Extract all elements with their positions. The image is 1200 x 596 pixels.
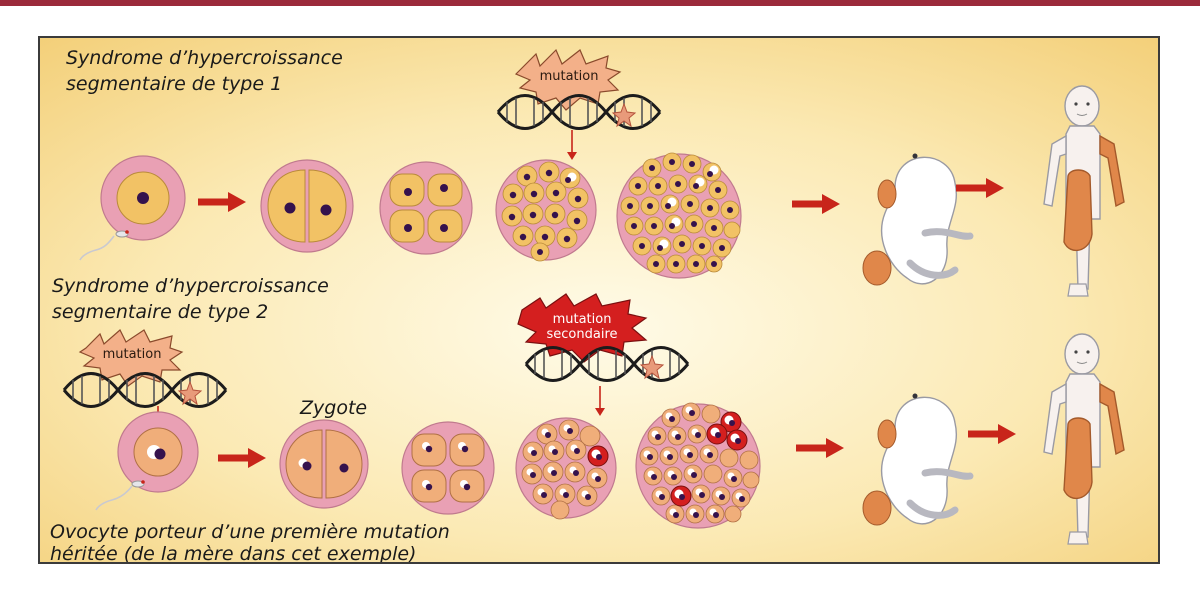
- row2-title-line1: Syndrome d’hypercroissance: [52, 275, 329, 297]
- row2-oocyte: [95, 411, 199, 511]
- row2-four-cell-embryo: [401, 421, 495, 515]
- row1-four-cell-embryo: [379, 161, 473, 255]
- row2-title-line2: segmentaire de type 2: [52, 301, 268, 323]
- figure-canvas: Syndrome d’hypercroissance segmentaire d…: [40, 38, 1158, 564]
- row2-secondary-label-line1: mutation: [553, 312, 612, 327]
- row2-secondary-mutation-burst: [517, 293, 648, 363]
- row1-title-line1: Syndrome d’hypercroissance: [66, 47, 343, 69]
- row1-two-cell-embryo: [260, 159, 354, 253]
- figure-panel: Syndrome d’hypercroissance segmentaire d…: [38, 36, 1160, 564]
- row1-morula: [495, 159, 597, 262]
- top-border-bar: [0, 0, 1200, 6]
- row2-morula: [515, 417, 617, 520]
- row1-oocyte: [79, 155, 186, 261]
- row2-secondary-label-line2: secondaire: [547, 327, 618, 342]
- row2-caption-line2: héritée (de la mère dans cet exemple): [50, 543, 416, 564]
- row1-title-line2: segmentaire de type 1: [66, 73, 282, 95]
- row2-zygote-label: Zygote: [299, 397, 367, 419]
- row2-caption-line1: Ovocyte porteur d’une première mutation: [50, 521, 450, 543]
- row2-mutant-cells: [670, 411, 748, 507]
- row1-mutation-burst: [514, 48, 622, 111]
- row2-mutation-label: mutation: [103, 347, 162, 362]
- row2-mutation-burst: [78, 329, 184, 387]
- row1-mutant-cells: [657, 165, 719, 251]
- row2-two-cell-embryo: [279, 419, 369, 509]
- row1-mutation-label: mutation: [540, 69, 599, 84]
- row1-blastocyst: [616, 152, 742, 279]
- row2-blastocyst: [635, 402, 761, 529]
